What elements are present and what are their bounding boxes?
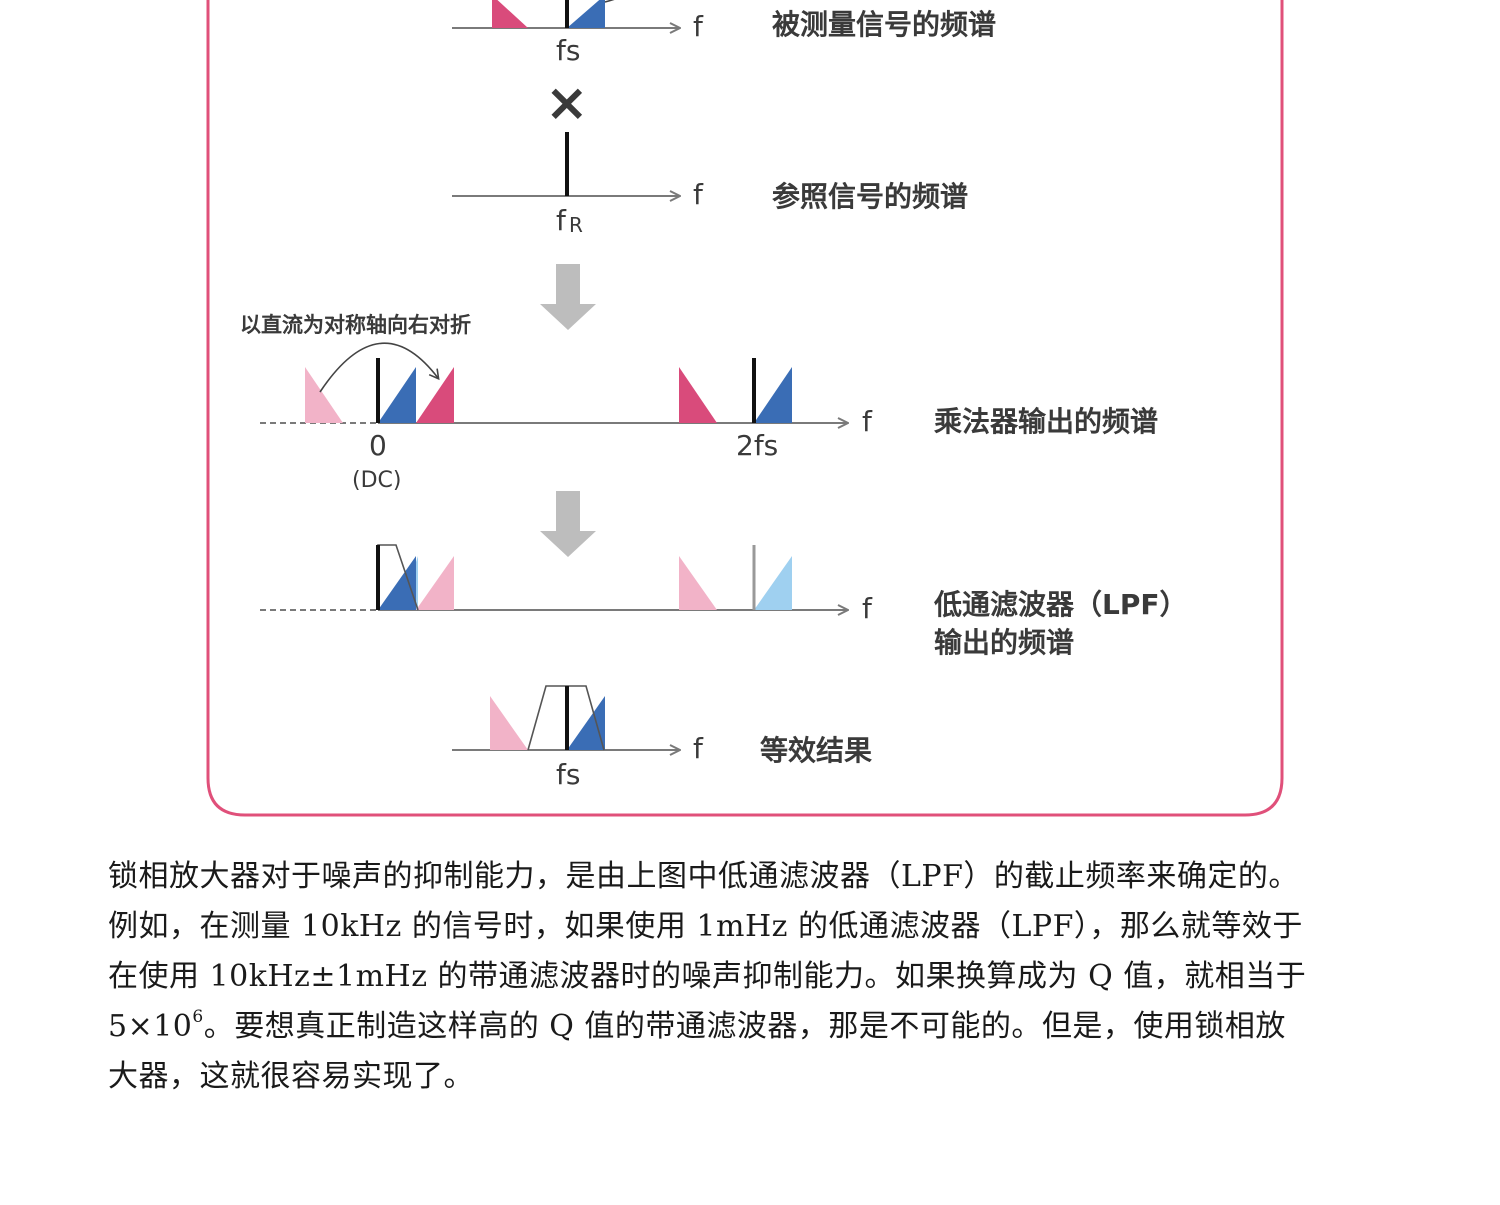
fold-arc xyxy=(319,342,440,393)
reference-tick-f: f xyxy=(556,204,567,237)
multiplier-axis-label: f xyxy=(862,405,873,438)
equivalent-result-label: 等效结果 xyxy=(760,734,872,767)
multiplier-tick-2fs: 2fs xyxy=(736,429,778,462)
reference-axis-label: f xyxy=(693,178,704,211)
equivalent-axis-label: f xyxy=(693,732,704,765)
measured-arc xyxy=(604,0,615,3)
q-value-exponent: 6 xyxy=(192,1007,204,1027)
measured-spectrum-label: 被测量信号的频谱 xyxy=(772,8,996,41)
multiplier-tick-zero: 0 xyxy=(369,429,387,462)
equivalent-lightpink xyxy=(490,696,528,750)
lpf-2fs-lightblue xyxy=(754,556,792,610)
reference-spectrum-label: 参照信号的频谱 xyxy=(772,180,968,213)
paragraph-line-4-rest: 。要想真正制造这样高的 Q 值的带通滤波器，那是不可能的。但是，使用锁相放 xyxy=(203,1009,1286,1044)
multiply-symbol: × xyxy=(545,73,589,133)
reference-spectrum-row: f f R 参照信号的频谱 xyxy=(452,132,968,237)
lpf-spectrum-label-1: 低通滤波器（LPF） xyxy=(933,588,1188,621)
measured-pink-band xyxy=(492,0,528,28)
multiplier-spectrum-label: 乘法器输出的频谱 xyxy=(934,405,1158,438)
figure-frame xyxy=(206,0,1284,817)
equivalent-spectrum-row: f fs 等效结果 xyxy=(452,685,872,791)
multiplier-dc-blue xyxy=(378,367,416,423)
multiplier-ghost-pink xyxy=(305,367,343,423)
paragraph-line-5: 大器，这就很容易实现了。 xyxy=(108,1059,474,1094)
paragraph-line-2: 例如，在测量 10kHz 的信号时，如果使用 1mHz 的低通滤波器（LPF），… xyxy=(108,909,1303,944)
lpf-axis-label: f xyxy=(862,592,873,625)
lock-in-spectrum-diagram: f fs 被测量信号的频谱 × f f R 参照信号的频谱 以直流为对称轴向右对… xyxy=(206,0,1284,817)
down-arrow-1 xyxy=(540,264,596,330)
measured-tick-fs: fs xyxy=(556,34,580,67)
measured-spectrum-row: f fs 被测量信号的频谱 xyxy=(452,0,996,67)
measured-axis-label: f xyxy=(693,10,704,43)
paragraph-line-4: 5×106。要想真正制造这样高的 Q 值的带通滤波器，那是不可能的。但是，使用锁… xyxy=(108,1002,1398,1052)
lpf-spectrum-label-2: 输出的频谱 xyxy=(934,626,1074,659)
multiplier-dc-pink xyxy=(416,367,454,423)
lpf-dc-blue xyxy=(378,556,416,610)
lpf-spectrum-row: f 低通滤波器（LPF） 输出的频谱 xyxy=(260,544,1188,659)
reference-tick-sub: R xyxy=(569,213,583,237)
lpf-dc-lightpink xyxy=(416,556,454,610)
paragraph-line-1: 锁相放大器对于噪声的抑制能力，是由上图中低通滤波器（LPF）的截止频率来确定的。 xyxy=(108,859,1299,894)
lpf-2fs-lightpink xyxy=(679,556,717,610)
multiplier-2fs-blue xyxy=(754,367,792,423)
measured-blue-band xyxy=(567,0,605,28)
multiplier-tick-dc: (DC) xyxy=(352,468,401,493)
multiplier-2fs-pink xyxy=(679,367,717,423)
multiplier-spectrum-row: f 0 (DC) 2fs 乘法器输出的频谱 xyxy=(260,342,1158,493)
equivalent-blue xyxy=(567,696,605,750)
paragraph-line-3: 在使用 10kHz±1mHz 的带通滤波器时的噪声抑制能力。如果换算成为 Q 值… xyxy=(108,959,1307,994)
q-value-base: 5×10 xyxy=(108,1009,193,1044)
fold-note: 以直流为对称轴向右对折 xyxy=(240,313,471,337)
body-paragraph: 锁相放大器对于噪声的抑制能力，是由上图中低通滤波器（LPF）的截止频率来确定的。… xyxy=(108,852,1398,1102)
equivalent-tick-fs: fs xyxy=(556,758,580,791)
down-arrow-2 xyxy=(540,491,596,557)
